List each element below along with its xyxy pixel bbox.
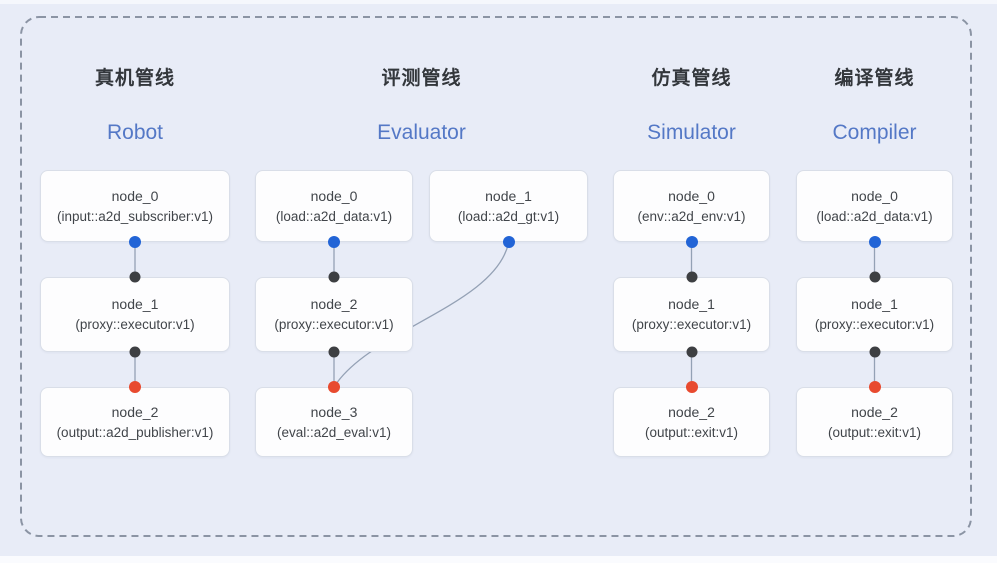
node-card-simulator-1: node_1 (proxy::executor:v1): [613, 277, 770, 352]
node-type: (output::exit:v1): [827, 424, 922, 440]
pipeline-title-en-compiler: Compiler: [832, 121, 917, 144]
port-dot-red: [685, 381, 698, 393]
node-id: node_0: [668, 187, 715, 204]
port-dot-blue: [502, 236, 515, 248]
pipeline-title-zh-evaluator: 评测管线: [381, 68, 462, 89]
node-id: node_1: [668, 296, 715, 312]
node-id: node_1: [851, 296, 898, 312]
node-id: node_0: [310, 187, 358, 204]
node-card-simulator-0: node_0 (env::a2d_env:v1): [613, 170, 770, 242]
port-dot-blue: [685, 236, 698, 248]
node-id: node_1: [111, 296, 159, 312]
pipeline-title-zh-robot: 真机管线: [94, 68, 175, 89]
port-dot-red: [868, 381, 881, 393]
port-dot-black: [686, 346, 697, 358]
node-card-evaluator-3: node_3 (eval::a2d_eval:v1): [255, 387, 413, 457]
node-id: node_1: [485, 187, 532, 204]
node-type: (load::a2d_gt:v1): [457, 208, 560, 224]
node-type: (output::exit:v1): [644, 424, 739, 440]
node-card-evaluator-1: node_1 (load::a2d_gt:v1): [429, 170, 588, 242]
pipeline-title-en-evaluator: Evaluator: [377, 121, 466, 144]
port-dot-black: [686, 271, 697, 283]
node-card-evaluator-0: node_0 (load::a2d_data:v1): [255, 170, 413, 242]
node-type: (proxy::executor:v1): [274, 317, 394, 332]
port-dot-blue: [868, 236, 881, 248]
top-margin-strip: [0, 0, 997, 4]
port-dot-red: [129, 381, 141, 393]
port-dot-black: [129, 271, 141, 283]
node-id: node_3: [310, 403, 358, 420]
node-card-robot-2: node_2 (output::a2d_publisher:v1): [40, 387, 230, 457]
port-dot-black: [328, 346, 340, 358]
port-dot-blue: [328, 236, 340, 248]
node-type: (load::a2d_data:v1): [275, 208, 393, 224]
node-id: node_2: [111, 403, 159, 420]
pipeline-title-en-simulator: Simulator: [647, 121, 736, 144]
node-card-evaluator-2: node_2 (proxy::executor:v1): [255, 277, 413, 352]
node-id: node_2: [310, 296, 358, 312]
bottom-margin-strip: [0, 556, 997, 563]
node-type: (input::a2d_subscriber:v1): [56, 208, 214, 224]
node-type: (eval::a2d_eval:v1): [276, 424, 392, 440]
node-card-robot-1: node_1 (proxy::executor:v1): [40, 277, 230, 352]
port-dot-red: [328, 381, 340, 393]
node-id: node_2: [668, 403, 715, 420]
port-dot-black: [328, 271, 340, 283]
edge-evaluator-n1-n3-curve: [333, 242, 510, 388]
pipeline-title-zh-simulator: 仿真管线: [651, 68, 732, 89]
port-dot-blue: [129, 236, 141, 248]
node-id: node_0: [851, 187, 898, 204]
node-card-simulator-2: node_2 (output::exit:v1): [613, 387, 770, 457]
node-type: (proxy::executor:v1): [75, 317, 195, 332]
pipeline-title-zh-compiler: 编译管线: [834, 68, 915, 89]
port-dot-black: [869, 346, 880, 358]
node-card-robot-0: node_0 (input::a2d_subscriber:v1): [40, 170, 230, 242]
node-type: (output::a2d_publisher:v1): [56, 424, 214, 440]
node-type: (env::a2d_env:v1): [637, 208, 746, 224]
node-card-compiler-2: node_2 (output::exit:v1): [796, 387, 953, 457]
node-type: (proxy::executor:v1): [631, 317, 752, 332]
node-id: node_0: [111, 187, 159, 204]
node-id: node_2: [851, 403, 898, 420]
node-card-compiler-0: node_0 (load::a2d_data:v1): [796, 170, 953, 242]
port-dot-black: [129, 346, 141, 358]
node-type: (load::a2d_data:v1): [816, 208, 933, 224]
node-card-compiler-1: node_1 (proxy::executor:v1): [796, 277, 953, 352]
node-type: (proxy::executor:v1): [814, 317, 935, 332]
pipeline-title-en-robot: Robot: [106, 121, 164, 144]
port-dot-black: [869, 271, 880, 283]
